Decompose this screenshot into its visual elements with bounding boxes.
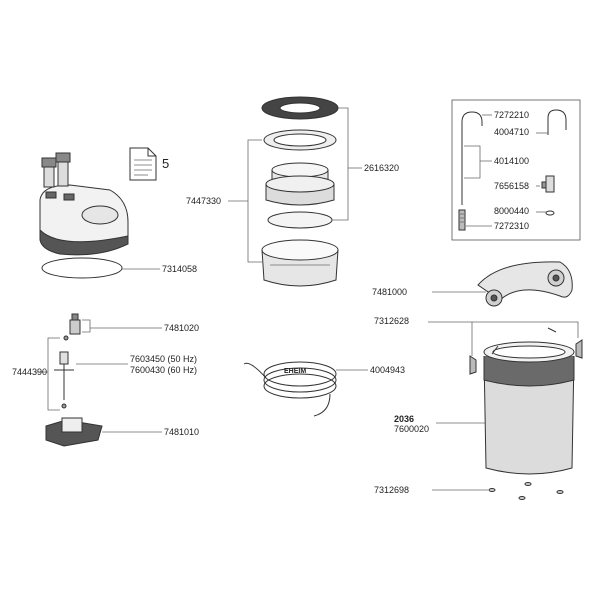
label-8000440: 8000440 [494, 206, 529, 216]
label-4014100: 4014100 [494, 156, 529, 166]
label-7600430: 7600430 (60 Hz) [130, 365, 197, 375]
label-4004943: 4004943 [370, 365, 405, 375]
hose-brand: EHEIM [284, 368, 306, 375]
canister-feet [488, 482, 564, 500]
label-7272210: 7272210 [494, 110, 529, 120]
carry-handle [477, 261, 573, 307]
label-7447330: 7447330 [186, 196, 221, 206]
impeller-assembly [54, 313, 81, 409]
label-7481010: 7481010 [164, 427, 199, 437]
label-7481000: 7481000 [372, 287, 407, 297]
label-7272310: 7272310 [494, 221, 529, 231]
filter-media-stack [261, 96, 339, 287]
o-ring-7314058 [41, 257, 123, 279]
label-7481020: 7481020 [164, 323, 199, 333]
label-7314058: 7314058 [162, 264, 197, 274]
label-2036: 2036 [394, 414, 414, 424]
tube-kit-box [451, 99, 581, 241]
label-7600020: 7600020 [394, 424, 429, 434]
canister-clip [45, 417, 103, 447]
label-7312628: 7312628 [374, 316, 409, 326]
label-7312698: 7312698 [374, 485, 409, 495]
document-label: 5 [162, 156, 169, 171]
pump-head [39, 152, 129, 256]
label-7603450: 7603450 (50 Hz) [130, 354, 197, 364]
label-4004710: 4004710 [494, 127, 529, 137]
label-2616320: 2616320 [364, 163, 399, 173]
document-icon[interactable] [129, 147, 157, 181]
hose-coil: EHEIM [243, 361, 337, 417]
label-7656158: 7656158 [494, 181, 529, 191]
tube-kit-parts [458, 109, 567, 231]
canister [469, 327, 583, 475]
label-7444390: 7444390 [12, 367, 47, 377]
